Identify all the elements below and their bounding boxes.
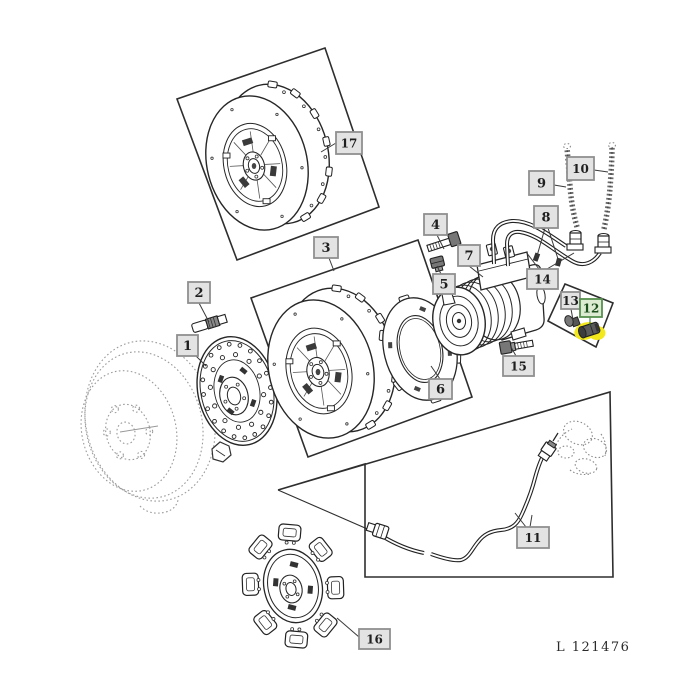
pipe-connector [537, 439, 558, 462]
part-hose-9[interactable] [562, 142, 580, 228]
part-label-text: 14 [534, 273, 551, 287]
part-label-14[interactable]: 14 [525, 251, 575, 290]
part-label-text: 1 [183, 339, 192, 354]
part-bolt-4[interactable] [426, 231, 462, 254]
part-label-5[interactable]: 5 [432, 265, 456, 295]
part-connector-12-highlight[interactable] [572, 319, 606, 343]
part-label-text: 7 [464, 249, 473, 264]
part-label-text: 2 [194, 286, 203, 301]
part-label-16[interactable]: 16 [336, 617, 391, 650]
figure-code: L 121476 [556, 640, 630, 655]
housing-reference [555, 420, 608, 476]
pipe-end-fitting [365, 521, 390, 540]
part-label-text: 3 [321, 241, 330, 256]
part-label-11[interactable]: 11 [514, 512, 550, 549]
part-label-text: 13 [562, 294, 579, 308]
hose-clamp [532, 252, 541, 262]
part-label-text: 15 [510, 360, 527, 374]
part-pin-2[interactable] [191, 313, 228, 333]
part-label-text: 11 [525, 531, 542, 545]
part-label-9[interactable]: 9 [528, 170, 567, 196]
part-pressure-plate-17[interactable] [192, 73, 344, 241]
part-label-text: 12 [583, 302, 600, 316]
part-label-3[interactable]: 3 [313, 236, 339, 272]
part-label-4[interactable]: 4 [423, 213, 448, 250]
part-label-15[interactable]: 15 [502, 346, 535, 377]
part-label-10[interactable]: 10 [566, 156, 609, 181]
part-label-7[interactable]: 7 [457, 244, 484, 278]
part-label-8[interactable]: 8 [533, 205, 560, 263]
part-label-text: 16 [366, 633, 383, 647]
part-label-text: 4 [431, 218, 440, 233]
part-label-text: 6 [436, 383, 445, 398]
part-label-text: 10 [572, 162, 589, 176]
part-label-text: 5 [439, 278, 448, 293]
part-label-6[interactable]: 6 [428, 365, 453, 400]
part-label-2[interactable]: 2 [187, 281, 211, 323]
part-hose-10[interactable] [601, 141, 617, 230]
part-bolt-15[interactable] [498, 337, 534, 355]
part-nut-5[interactable] [429, 255, 446, 273]
part-fittings-14[interactable] [566, 229, 612, 254]
clutch-lever-part [211, 441, 232, 463]
part-label-text: 8 [541, 211, 550, 226]
part-pipe-11[interactable] [277, 432, 559, 563]
part-label-12[interactable]: 12 [579, 298, 603, 326]
part-label-text: 17 [341, 137, 358, 151]
part-clutch-disc-1[interactable] [187, 329, 288, 454]
part-label-text: 9 [537, 177, 546, 192]
part-label-1[interactable]: 1 [176, 334, 207, 367]
part-label-17[interactable]: 17 [320, 131, 363, 155]
part-paddle-disc-16[interactable] [241, 523, 345, 649]
